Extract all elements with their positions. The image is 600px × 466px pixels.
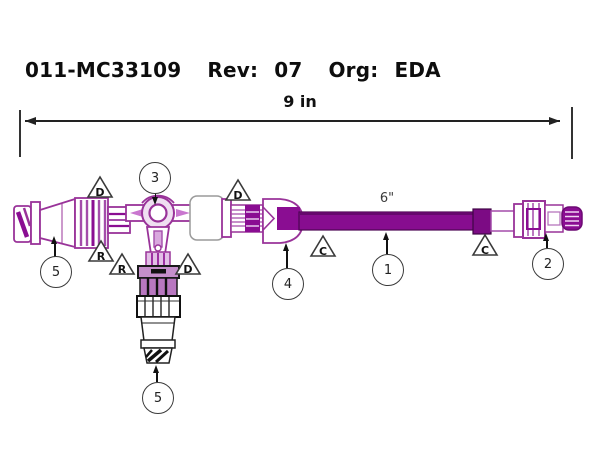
- tube: [298, 208, 492, 235]
- balloon-5-bottom-leader: [156, 372, 158, 382]
- org-value: EDA: [394, 58, 441, 82]
- dimension-arrow-right: [549, 116, 560, 125]
- stopcock: [125, 194, 195, 255]
- flag-r-upper: R: [87, 239, 115, 263]
- flag-d-lower: D: [174, 252, 202, 276]
- balloon-1-arrowhead: [383, 232, 389, 240]
- dimension-line: [25, 120, 560, 122]
- part-number: 011-MC33109: [25, 58, 182, 82]
- balloon-3: 3: [139, 162, 171, 194]
- balloon-1: 1: [372, 254, 404, 286]
- balloon-1-number: 1: [383, 262, 393, 278]
- rev-label: Rev:: [207, 58, 259, 82]
- extension-line-left: [19, 110, 21, 157]
- mid-connector: [189, 195, 264, 241]
- balloon-3-number: 3: [150, 170, 160, 186]
- overall-length-label: 9 in: [283, 92, 317, 111]
- rev-value: 07: [274, 58, 303, 82]
- balloon-5-bottom: 5: [142, 382, 174, 414]
- bottom-connector: [136, 251, 181, 364]
- tube-adapter: [262, 198, 304, 244]
- tube-length-label: 6": [379, 191, 395, 206]
- balloon-1-leader: [386, 239, 388, 254]
- balloon-3-leader: [154, 191, 157, 198]
- extension-line-right: [571, 107, 573, 159]
- balloon-5-left-arrowhead: [51, 236, 57, 244]
- flag-r-lower: R: [108, 252, 136, 276]
- balloon-4-number: 4: [283, 276, 293, 292]
- balloon-5-left-leader: [54, 243, 56, 257]
- balloon-4-leader: [286, 250, 288, 268]
- balloon-2-number: 2: [543, 256, 553, 272]
- right-connector: [490, 200, 583, 239]
- flag-d-upper-left: D: [86, 175, 114, 199]
- drawing-title: 011-MC33109 Rev: 07 Org: EDA: [25, 58, 441, 82]
- balloon-5-left: 5: [40, 256, 72, 288]
- balloon-5-left-number: 5: [51, 264, 61, 280]
- balloon-2: 2: [532, 248, 564, 280]
- org-label: Org:: [328, 58, 379, 82]
- balloon-2-arrowhead: [543, 233, 549, 241]
- left-connector-cap: [13, 201, 41, 245]
- flag-c-left: C: [309, 234, 337, 258]
- balloon-5-bottom-arrowhead: [153, 365, 159, 373]
- dimension-arrow-left: [25, 116, 36, 125]
- balloon-4: 4: [272, 268, 304, 300]
- flag-c-right: C: [471, 233, 499, 257]
- balloon-2-leader: [546, 240, 548, 248]
- balloon-4-arrowhead: [283, 243, 289, 251]
- flag-d-upper-mid: D: [224, 178, 252, 202]
- balloon-3-arrowhead: [151, 197, 158, 205]
- balloon-5-bottom-number: 5: [153, 390, 163, 406]
